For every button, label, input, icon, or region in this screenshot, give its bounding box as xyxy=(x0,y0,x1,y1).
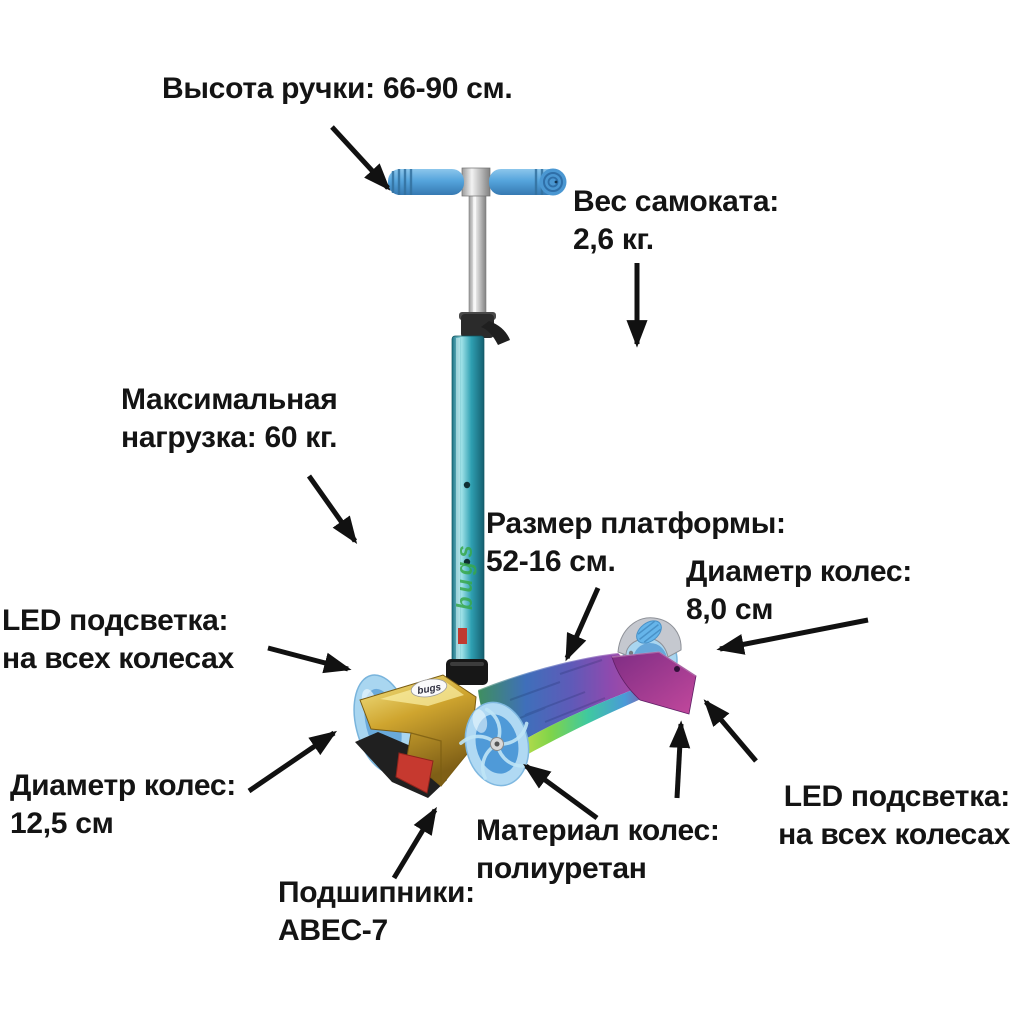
label-line: на всех колесах xyxy=(2,642,234,675)
scooter: bugs xyxy=(353,167,697,798)
scooter-handlebar xyxy=(388,167,567,197)
label-weight: Вес самоката: 2,6 кг. xyxy=(573,183,779,259)
label-line: полиуретан xyxy=(476,852,647,885)
adjustment-hole xyxy=(463,481,471,489)
arrow-led-rear-2 xyxy=(703,699,758,763)
label-max-load: Максимальная нагрузка: 60 кг. xyxy=(121,381,338,457)
adjustment-hole xyxy=(463,558,471,566)
clamp-lever xyxy=(481,321,510,345)
scooter-stem-upper xyxy=(468,192,487,317)
rear-screw xyxy=(674,666,680,672)
gold-head: bugs xyxy=(359,674,477,787)
front-red-wedge xyxy=(395,752,434,794)
label-led-rear: LED подсветка: на всех колесах xyxy=(778,778,1010,854)
rear-fender-brake xyxy=(617,617,682,658)
annotation-arrows xyxy=(247,125,869,880)
label-line: 52-16 см. xyxy=(486,545,616,578)
stem-sticker xyxy=(458,628,467,644)
front-right-wheel xyxy=(459,701,533,787)
label-handle-height: Высота ручки: 66-90 см. xyxy=(162,70,513,108)
label-line: Материал колес: xyxy=(476,814,720,847)
arrow-handle-height xyxy=(330,125,391,191)
deck-rainbow-edge xyxy=(506,684,655,762)
label-line: LED подсветка: xyxy=(783,780,1011,813)
arrow-led-front xyxy=(267,645,352,674)
brand-sticker: bugs xyxy=(410,678,448,698)
scooter-height-clamp xyxy=(459,312,510,345)
arrow-max-load xyxy=(306,474,358,544)
deck-rear-wedge xyxy=(611,651,697,715)
left-grip xyxy=(388,169,464,195)
label-platform-size: Размер платформы: 52-16 см. xyxy=(486,505,786,581)
handlebar-clamp xyxy=(461,167,491,197)
label-line: Диаметр колес: xyxy=(686,555,912,588)
fender-pad xyxy=(636,620,662,644)
arrow-led-rear-1 xyxy=(669,720,691,799)
label-wheel-diameter-rear: Диаметр колес: 8,0 см xyxy=(686,553,912,629)
label-line: Вес самоката: xyxy=(573,185,779,218)
label-line: Диаметр колес: xyxy=(10,769,236,802)
stem-brand-text: bugs xyxy=(452,541,477,610)
arrow-wheel-material xyxy=(523,763,599,821)
arrow-bearings xyxy=(391,806,438,880)
label-line: 8,0 см xyxy=(686,593,774,626)
label-bearings: Подшипники: ABEC-7 xyxy=(278,874,475,950)
arrow-wheel-diameter-rear xyxy=(716,617,869,655)
label-line: 2,6 кг. xyxy=(573,223,654,256)
label-led-front: LED подсветка: на всех колесах xyxy=(2,602,234,678)
arrow-platform-size xyxy=(564,586,601,662)
label-line: 12,5 см xyxy=(10,807,114,840)
label-line: на всех колесах xyxy=(778,818,1010,851)
label-wheel-material: Материал колес: полиуретан xyxy=(476,812,720,888)
label-line: Высота ручки: 66-90 см. xyxy=(162,72,513,105)
arrow-wheel-diameter-front xyxy=(247,730,338,794)
label-line: Подшипники: xyxy=(278,876,475,909)
label-line: нагрузка: 60 кг. xyxy=(121,421,338,454)
label-line: Максимальная xyxy=(121,383,338,416)
scooter-stem-lower: bugs xyxy=(446,335,488,685)
brand-sticker-text: bugs xyxy=(417,682,443,697)
label-wheel-diameter-front: Диаметр колес: 12,5 см xyxy=(10,767,236,843)
label-line: Размер платформы: xyxy=(486,507,786,540)
label-line: LED подсветка: xyxy=(2,604,229,637)
label-line: ABEC-7 xyxy=(278,914,388,947)
